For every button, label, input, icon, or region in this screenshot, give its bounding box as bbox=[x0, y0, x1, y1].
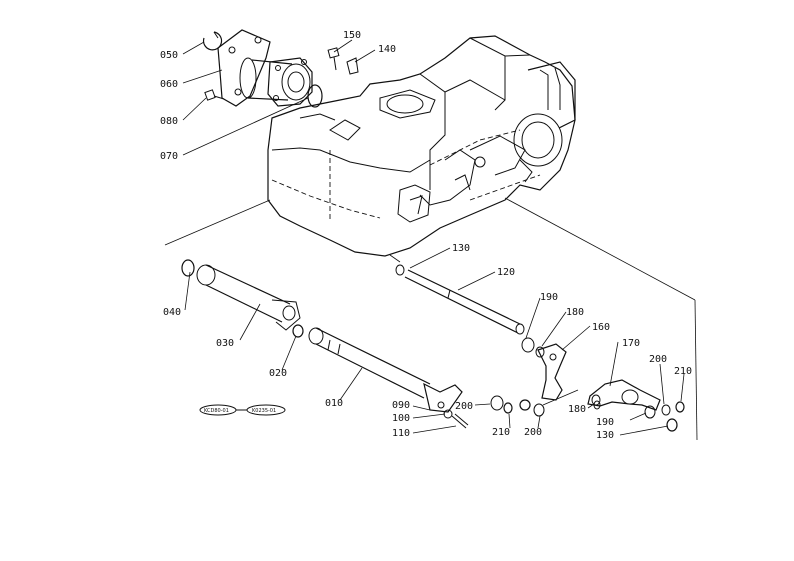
label-120: 120 bbox=[497, 267, 515, 278]
label-150: 150 bbox=[343, 30, 361, 41]
housing-cylinder bbox=[513, 61, 576, 167]
leader-lines bbox=[182, 39, 685, 436]
label-050: 050 bbox=[160, 50, 178, 61]
label-090: 090 bbox=[392, 400, 410, 411]
bearing-cover-assembly bbox=[202, 29, 323, 108]
o-ring-070 bbox=[307, 84, 323, 108]
label-030: 030 bbox=[216, 338, 234, 349]
label-010: 010 bbox=[325, 398, 343, 409]
transmission-housing bbox=[267, 35, 576, 257]
label-140: 140 bbox=[378, 44, 396, 55]
label-200-mid: 200 bbox=[524, 427, 542, 438]
label-070: 070 bbox=[160, 151, 178, 162]
label-170: 170 bbox=[622, 338, 640, 349]
o-ring-020 bbox=[292, 324, 304, 338]
label-210-right: 210 bbox=[674, 366, 692, 377]
part-number-labels: 050 060 080 070 150 140 130 120 040 030 … bbox=[160, 30, 692, 441]
ref-code-a: KCD80-01 bbox=[204, 408, 229, 414]
label-160: 160 bbox=[592, 322, 610, 333]
label-040: 040 bbox=[163, 307, 181, 318]
label-200-right: 200 bbox=[649, 354, 667, 365]
reference-codes: KCD80-01 K0235-01 bbox=[199, 404, 286, 416]
label-080: 080 bbox=[160, 116, 178, 127]
label-200-left: 200 bbox=[455, 401, 473, 412]
label-130-top: 130 bbox=[452, 243, 470, 254]
sleeve-030 bbox=[181, 259, 301, 331]
label-210-left: 210 bbox=[492, 427, 510, 438]
label-130-bottom: 130 bbox=[596, 430, 614, 441]
label-190-top: 190 bbox=[540, 292, 558, 303]
shaft-120 bbox=[395, 264, 525, 335]
pin-110 bbox=[451, 413, 469, 429]
label-110: 110 bbox=[392, 428, 410, 439]
label-180-bottom: 180 bbox=[568, 404, 586, 415]
label-180-top: 180 bbox=[566, 307, 584, 318]
label-100: 100 bbox=[392, 413, 410, 424]
bolt-150 bbox=[327, 47, 340, 71]
label-190-bottom: 190 bbox=[596, 417, 614, 428]
shaft-010 bbox=[308, 327, 463, 413]
circlip-050 bbox=[202, 31, 223, 51]
bolt-080 bbox=[204, 89, 225, 101]
lever-160 bbox=[537, 343, 567, 401]
lock-plate-140 bbox=[346, 57, 359, 75]
label-060: 060 bbox=[160, 79, 178, 90]
lever-170 bbox=[587, 379, 661, 411]
ref-code-b: K0235-01 bbox=[252, 408, 276, 414]
label-020: 020 bbox=[269, 368, 287, 379]
